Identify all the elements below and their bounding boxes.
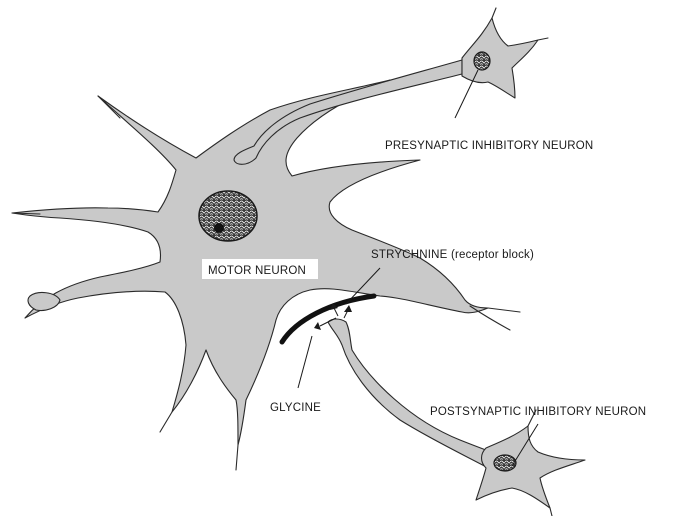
dendrite-line-right [488,308,520,312]
dendrite-line-top-left [98,96,120,118]
postsynaptic-label: POSTSYNAPTIC INHIBITORY NEURON [430,406,646,418]
postsynaptic-axon [328,319,500,470]
motor-nucleus [199,191,257,241]
motor-neuron-label: MOTOR NEURON [208,265,306,277]
postsynaptic-nucleus [494,455,516,471]
strychnine-label: STRYCHNINE (receptor block) [371,249,534,261]
glycine-arrowhead-3 [344,305,352,312]
presynaptic-nucleus [474,52,490,70]
presynaptic-process-right [538,38,548,40]
postsynaptic-process-bottom [550,508,552,516]
glycine-arrow-2 [334,308,338,316]
postsynaptic-body [476,426,585,508]
glycine-arrowhead-1 [314,322,321,330]
dendrite-line-bottom [236,445,238,470]
motor-nucleolus [214,223,224,233]
presynaptic-body [462,18,538,98]
presynaptic-process-top [492,8,496,18]
dendrite-line-bottom-left [160,412,172,432]
presynaptic-label: PRESYNAPTIC INHIBITORY NEURON [385,140,593,152]
glycine-label-pointer [298,336,312,388]
dendrite-fragment-left [28,293,60,311]
strychnine-receptor-block [282,296,374,342]
glycine-label: GLYCINE [270,402,321,414]
